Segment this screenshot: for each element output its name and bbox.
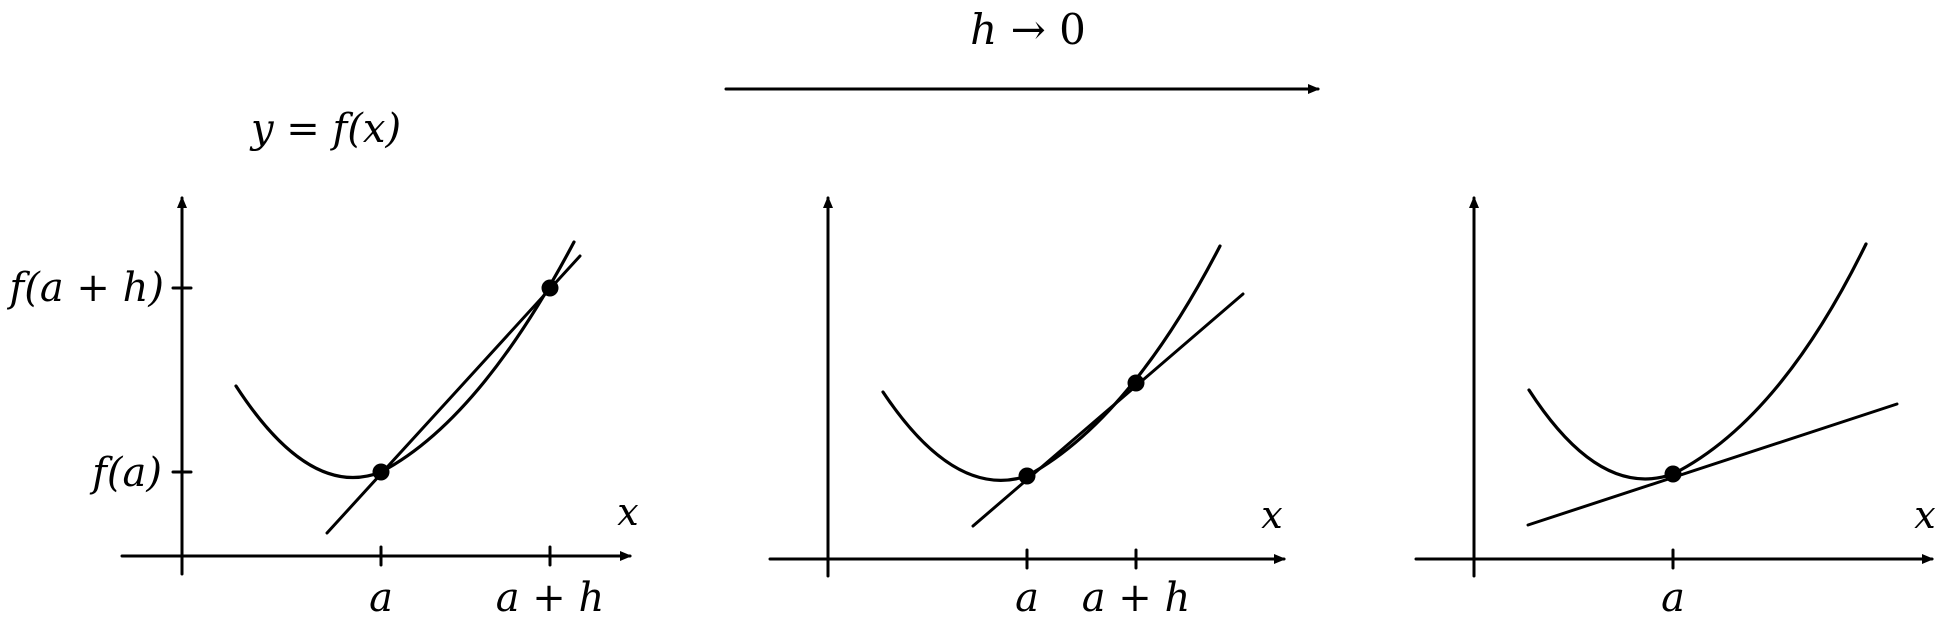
point-a [1664, 465, 1682, 483]
secant-line [971, 292, 1245, 528]
label-f-a: f(a) [89, 450, 162, 496]
limit-label: h → 0 [970, 5, 1086, 54]
point-a [372, 463, 390, 481]
x-axis-label: x [1914, 493, 1935, 537]
point-a-plus-h [1127, 374, 1145, 392]
panel-tangent: x a [1414, 196, 1936, 621]
tangent-line [1526, 402, 1899, 527]
panel-secant-wide: x a a + h f(a) f(a + h) [6, 196, 639, 621]
function-label: y = f(x) [249, 106, 401, 152]
tick-label-a: a [369, 575, 393, 621]
x-axis-label: x [1261, 493, 1282, 537]
tick-label-a: a [1015, 575, 1039, 621]
tick-label-a: a [1661, 575, 1685, 621]
curve [1527, 242, 1868, 481]
limit-rest: → 0 [997, 5, 1086, 54]
label-f-a-plus-h: f(a + h) [6, 265, 164, 311]
curve [881, 244, 1222, 482]
tick-label-a-plus-h: a + h [1082, 575, 1191, 621]
panel-secant-narrow: x a a + h [768, 196, 1286, 621]
point-a [1018, 467, 1036, 485]
point-a-plus-h [541, 279, 559, 297]
secant-line [325, 254, 582, 535]
x-axis-label: x [617, 490, 638, 534]
limit-h: h [970, 5, 997, 54]
curve [234, 240, 576, 480]
tick-label-a-plus-h: a + h [496, 575, 605, 621]
